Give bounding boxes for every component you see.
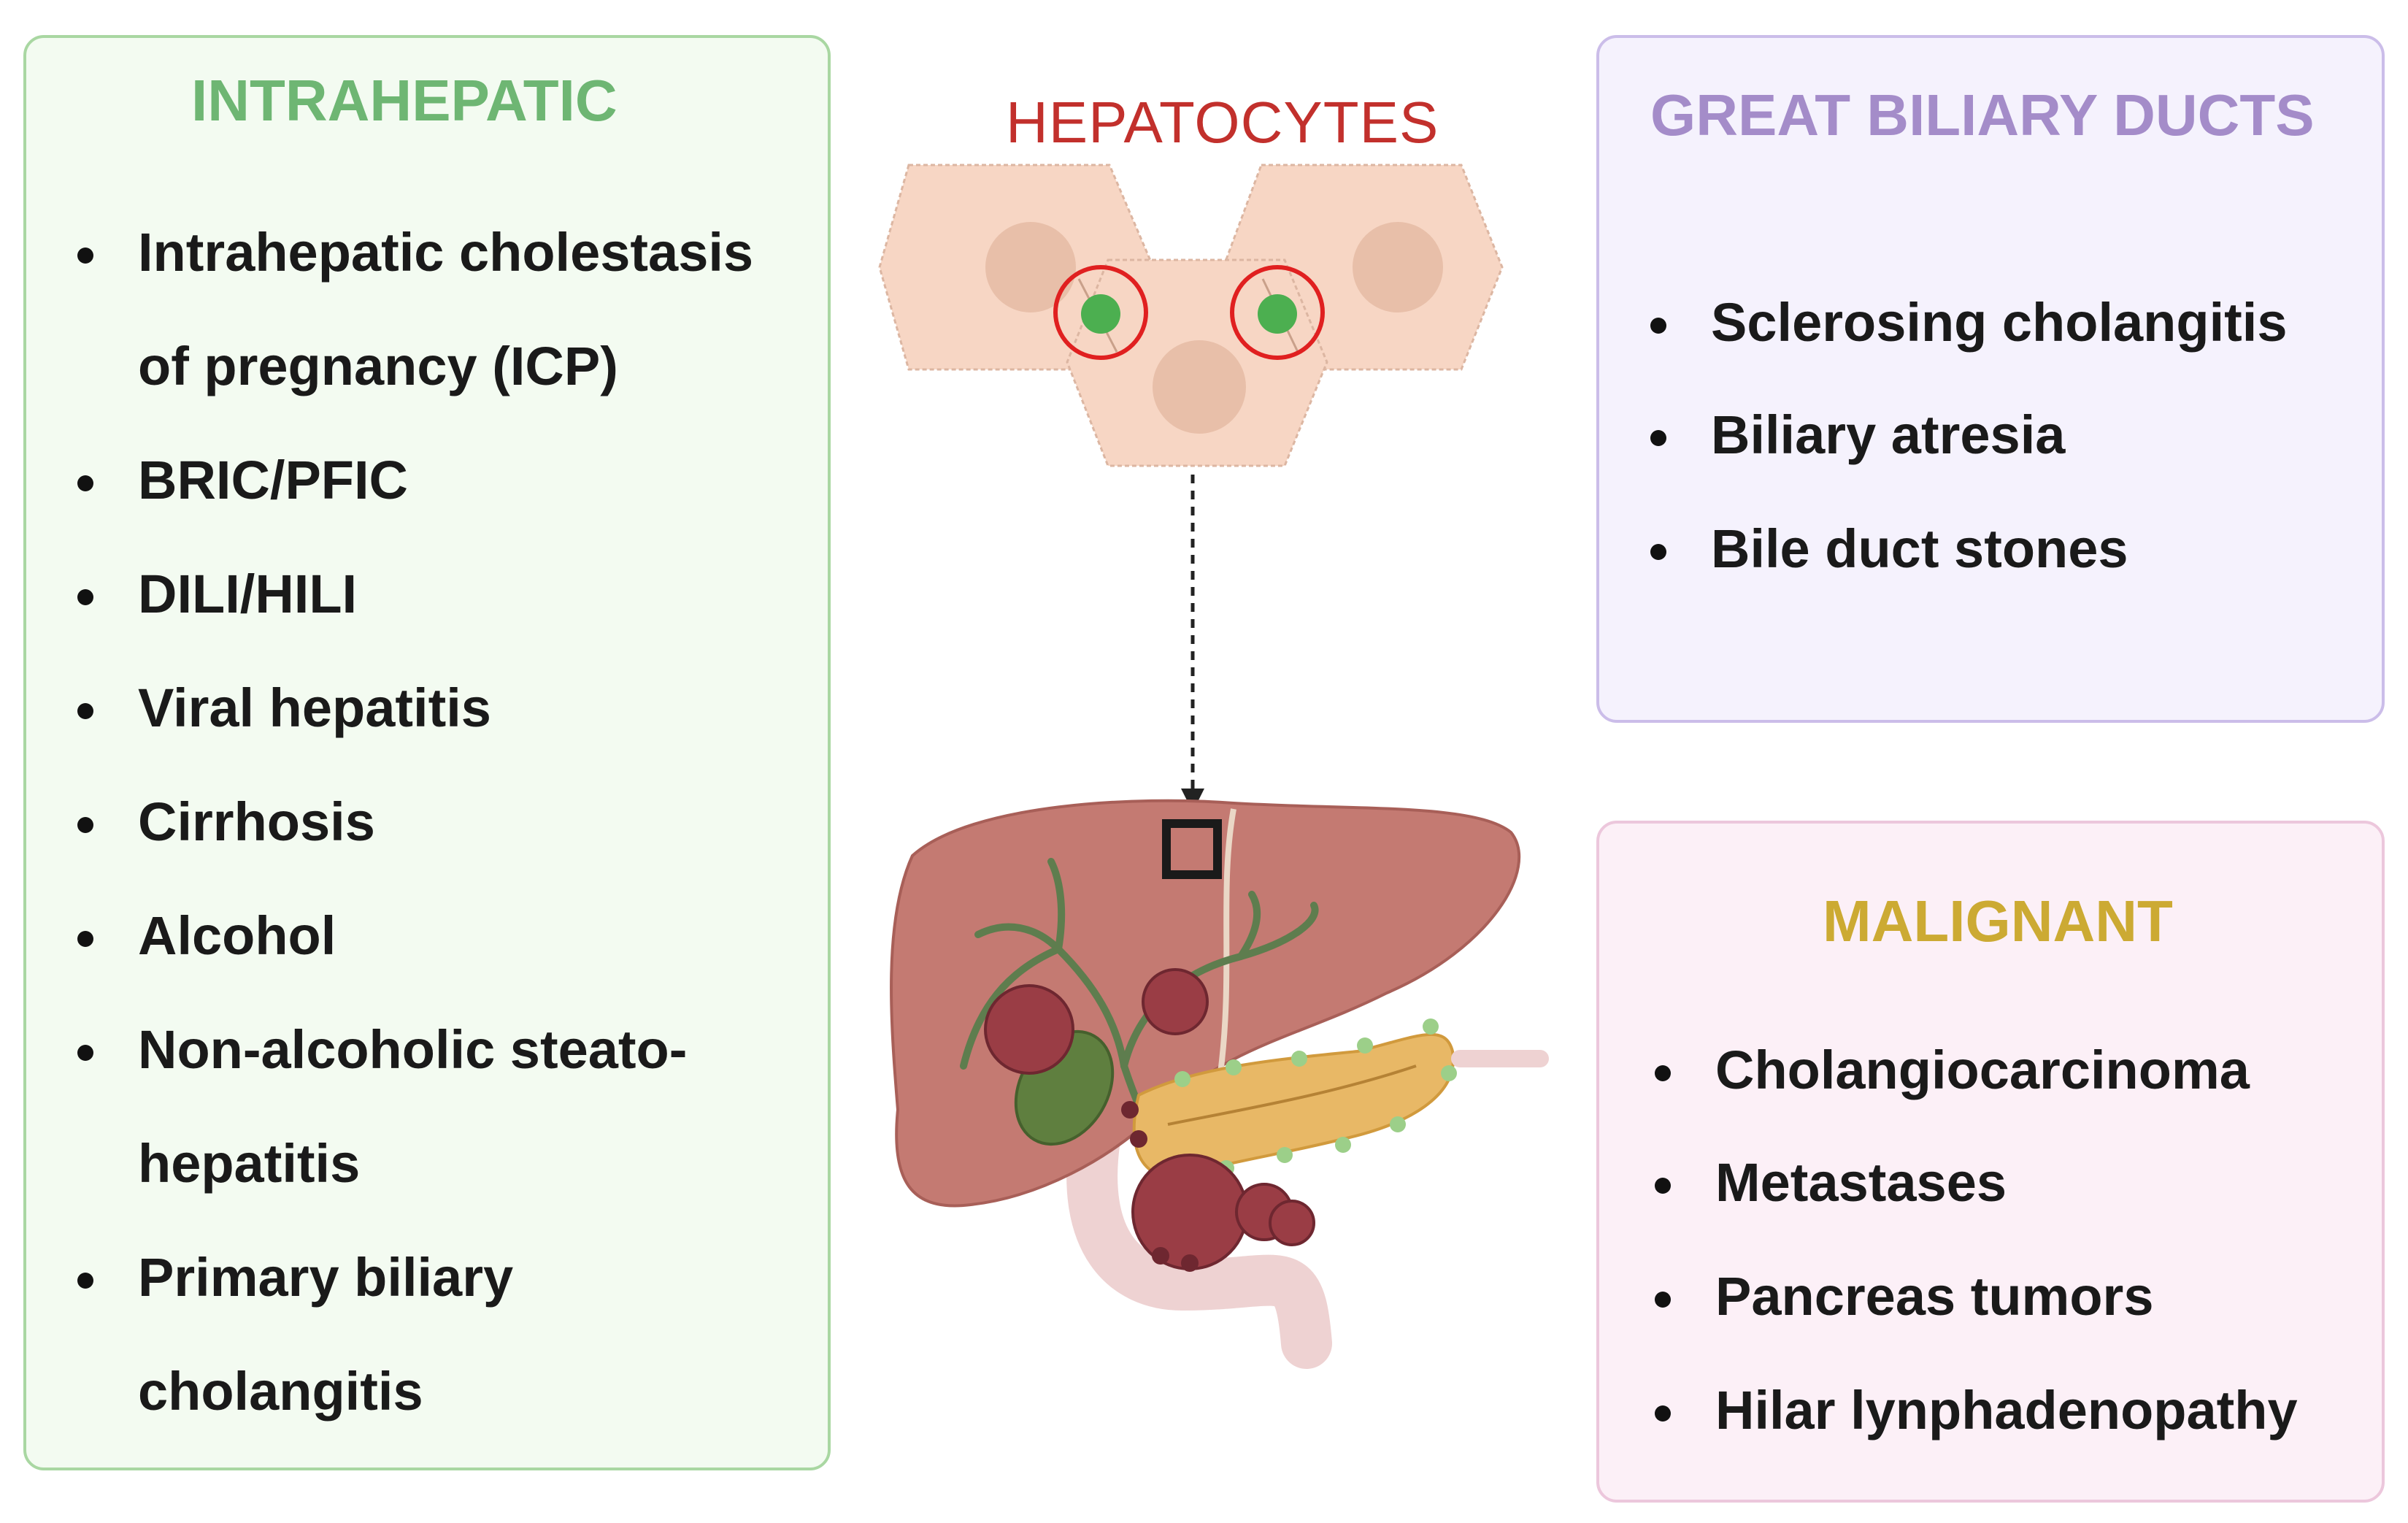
arrow-down-icon xyxy=(1181,475,1204,812)
intrahepatic-title: INTRAHEPATIC xyxy=(191,68,618,133)
list-item: Metastases xyxy=(1655,1126,2007,1240)
list-item: Intrahepatic cholestasis of pregnancy (I… xyxy=(77,196,815,423)
bile-canaliculus-icon xyxy=(1230,265,1325,360)
list-item-text: Pancreas tumors xyxy=(1715,1266,2154,1327)
bullet-icon xyxy=(1650,544,1666,560)
list-item: Viral hepatitis xyxy=(77,651,815,765)
bullet-icon xyxy=(77,1045,93,1061)
bullet-icon xyxy=(77,931,93,947)
zoom-box-icon xyxy=(1162,819,1222,879)
bullet-icon xyxy=(1655,1065,1671,1081)
list-item-text: Non-alcoholic steato-hepatitis xyxy=(138,1019,688,1194)
bullet-icon xyxy=(1655,1292,1671,1308)
bullet-icon xyxy=(1650,430,1666,446)
list-item-text: Hilar lynphadenopathy xyxy=(1715,1380,2298,1440)
bullet-icon xyxy=(1650,318,1666,334)
list-item-text: Cholangiocarcinoma xyxy=(1715,1040,2250,1100)
list-item-text: DILI/HILI xyxy=(138,564,358,624)
malignant-panel: MALIGNANT Cholangiocarcinoma Metastases … xyxy=(1596,821,2385,1503)
hepatocyte-cell-icon xyxy=(1066,258,1328,467)
duodenum-icon xyxy=(1066,1113,1332,1369)
list-item: Pancreas tumors xyxy=(1655,1240,2154,1354)
bullet-icon xyxy=(77,703,93,719)
bullet-icon xyxy=(77,1273,93,1289)
list-item-text: Bile duct stones xyxy=(1711,518,2128,579)
bullet-icon xyxy=(77,248,93,264)
list-item: DILI/HILI xyxy=(77,537,815,651)
great-biliary-ducts-title: GREAT BILIARY DUCTS xyxy=(1650,83,2315,147)
bullet-icon xyxy=(77,817,93,833)
bullet-icon xyxy=(1655,1178,1671,1194)
bullet-icon xyxy=(77,589,93,605)
list-item: Primary biliary cholangitis xyxy=(77,1221,815,1449)
list-item-text: Cirrhosis xyxy=(138,791,375,852)
list-item-text: BRIC/PFIC xyxy=(138,450,408,510)
list-item-text: Primary biliary cholangitis xyxy=(138,1247,514,1422)
malignant-title: MALIGNANT xyxy=(1823,889,2173,954)
list-item: Alcohol xyxy=(77,879,815,993)
list-item: Bile duct stones xyxy=(1650,492,2128,606)
list-item-text: Sclerosing cholangitis xyxy=(1711,292,2288,353)
great-biliary-ducts-panel: GREAT BILIARY DUCTS Sclerosing cholangit… xyxy=(1596,35,2385,723)
falciform-ligament xyxy=(1218,808,1236,1074)
list-item: Cirrhosis xyxy=(77,765,815,879)
list-item: Non-alcoholic steato-hepatitis xyxy=(77,993,815,1221)
list-item: BRIC/PFIC xyxy=(77,423,815,537)
list-item-text: Intrahepatic cholestasis of pregnancy (I… xyxy=(138,222,754,396)
bullet-icon xyxy=(1655,1405,1671,1422)
list-item-text: Biliary atresia xyxy=(1711,404,2066,465)
hepatocytes-label: HEPATOCYTES xyxy=(1006,90,1439,155)
list-item: Cholangiocarcinoma xyxy=(1655,1013,2250,1127)
intrahepatic-panel: INTRAHEPATIC Intrahepatic cholestasis of… xyxy=(23,35,831,1470)
bullet-icon xyxy=(77,475,93,491)
bile-canaliculus-icon xyxy=(1053,265,1148,360)
list-item-text: Metastases xyxy=(1715,1152,2007,1213)
list-item: Biliary atresia xyxy=(1650,378,2065,492)
list-item-text: Viral hepatitis xyxy=(138,678,491,738)
list-item: Hilar lynphadenopathy xyxy=(1655,1354,2298,1468)
list-item: Sclerosing cholangitis xyxy=(1650,266,2288,380)
tumor-icon xyxy=(984,968,1315,1270)
list-item-text: Alcohol xyxy=(138,905,336,966)
